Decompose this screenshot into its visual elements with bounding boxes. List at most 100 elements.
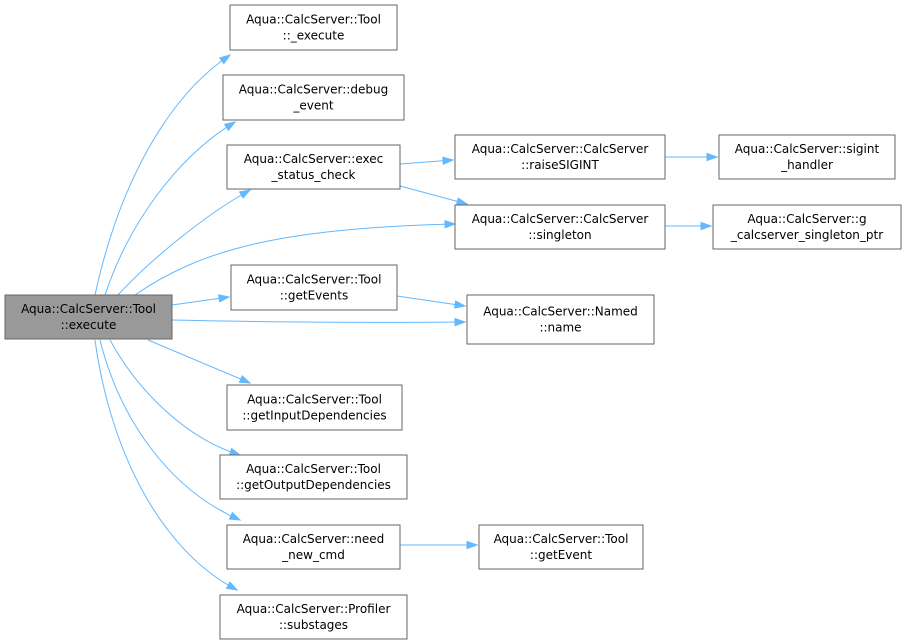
node-label-line: ::execute bbox=[61, 318, 117, 332]
node-getOutputDependencies[interactable]: Aqua::CalcServer::Tool::getOutputDepende… bbox=[219, 454, 408, 500]
edge-arrowhead-4 bbox=[218, 294, 231, 303]
node-label-line: Aqua::CalcServer::Profiler bbox=[237, 602, 391, 616]
node-label-line: _handler bbox=[780, 158, 833, 172]
edge-getEvents-to-name bbox=[396, 295, 467, 309]
edge-exec_status_check-to-raiseSIGINT bbox=[399, 156, 455, 165]
node-label-line: _status_check bbox=[270, 168, 355, 182]
node-execute[interactable]: Aqua::CalcServer::Tool::execute bbox=[4, 294, 173, 340]
node-debug-event[interactable]: Aqua::CalcServer::debug_event bbox=[222, 74, 405, 121]
edge-line bbox=[94, 54, 231, 296]
node-getEvent[interactable]: Aqua::CalcServer::Tool::getEvent bbox=[478, 524, 644, 570]
edge-execute-to-singleton bbox=[134, 220, 457, 296]
node-raiseSIGINT[interactable]: Aqua::CalcServer::CalcServer::raiseSIGIN… bbox=[454, 134, 666, 180]
edge-arrowhead-2 bbox=[238, 189, 252, 199]
node-exec-status-check[interactable]: Aqua::CalcServer::exec_status_check bbox=[226, 144, 401, 190]
node-g-calcserver-singleton-ptr[interactable]: Aqua::CalcServer::g_calcserver_singleton… bbox=[712, 204, 902, 250]
edge-arrowhead-13 bbox=[700, 221, 713, 231]
node-box bbox=[454, 134, 666, 180]
node-label-line: ::getEvent bbox=[530, 548, 592, 562]
node-label-line: ::raiseSIGINT bbox=[521, 158, 599, 172]
edge-execute-to-need_new_cmd bbox=[99, 339, 242, 521]
edge-arrowhead-11 bbox=[455, 197, 469, 206]
edge-execute-to-debug_event bbox=[104, 121, 237, 296]
node-label-line: Aqua::CalcServer::Tool bbox=[246, 13, 381, 27]
edge-arrowhead-7 bbox=[228, 447, 242, 456]
node-box bbox=[466, 294, 655, 345]
node-box bbox=[222, 74, 405, 121]
edge-line bbox=[104, 121, 236, 296]
node-label-line: Aqua::CalcServer::sigint bbox=[735, 142, 880, 156]
node-label-line: ::name bbox=[539, 321, 581, 335]
edge-execute-to-getEvents bbox=[171, 294, 231, 306]
edge-arrowhead-12 bbox=[706, 152, 719, 162]
edge-line bbox=[99, 339, 241, 521]
node-label-line: Aqua::CalcServer::Tool bbox=[246, 462, 381, 476]
node-box bbox=[478, 524, 644, 570]
node-label-line: Aqua::CalcServer::Tool bbox=[247, 393, 382, 407]
node-label-line: Aqua::CalcServer::Tool bbox=[21, 302, 156, 316]
node-box bbox=[226, 524, 401, 570]
edge-execute-to-substages bbox=[94, 339, 239, 591]
node-label-line: ::getInputDependencies bbox=[242, 409, 386, 423]
edge-execute-to-_execute bbox=[94, 54, 232, 296]
node-name[interactable]: Aqua::CalcServer::Named::name bbox=[466, 294, 655, 345]
edge-arrowhead-5 bbox=[454, 317, 467, 327]
node-getEvents[interactable]: Aqua::CalcServer::Tool::getEvents bbox=[230, 264, 398, 311]
edges-layer bbox=[94, 54, 719, 591]
edge-execute-to-getOutputDependencies bbox=[109, 339, 242, 456]
node--execute[interactable]: Aqua::CalcServer::Tool::_execute bbox=[229, 4, 398, 51]
edge-execute-to-name bbox=[171, 317, 467, 327]
edge-execute-to-exec_status_check bbox=[117, 189, 252, 296]
node-label-line: _new_cmd bbox=[281, 548, 345, 562]
node-label-line: Aqua::CalcServer::Named bbox=[483, 305, 638, 319]
nodes-layer: Aqua::CalcServer::Tool::executeAqua::Cal… bbox=[4, 4, 902, 640]
node-label-line: Aqua::CalcServer::debug bbox=[239, 83, 388, 97]
edge-line bbox=[94, 339, 238, 591]
edge-line bbox=[147, 339, 251, 384]
node-singleton[interactable]: Aqua::CalcServer::CalcServer::singleton bbox=[454, 204, 666, 250]
edge-raiseSIGINT-to-sigint_handler bbox=[665, 152, 719, 162]
edge-arrowhead-15 bbox=[466, 540, 479, 550]
edge-arrowhead-14 bbox=[453, 300, 467, 309]
edge-exec_status_check-to-singleton bbox=[399, 185, 469, 206]
node-label-line: Aqua::CalcServer::Tool bbox=[247, 273, 382, 287]
edge-line bbox=[117, 189, 251, 296]
node-box bbox=[718, 134, 896, 180]
node-label-line: Aqua::CalcServer::Tool bbox=[494, 532, 629, 546]
edge-arrowhead-6 bbox=[238, 375, 252, 384]
node-substages[interactable]: Aqua::CalcServer::Profiler::substages bbox=[219, 594, 408, 640]
node-box bbox=[219, 454, 408, 500]
node-label-line: _calcserver_singleton_ptr bbox=[730, 228, 883, 242]
edge-line bbox=[396, 295, 466, 307]
edge-line bbox=[134, 223, 456, 296]
edge-arrowhead-9 bbox=[225, 581, 239, 591]
node-getInputDependencies[interactable]: Aqua::CalcServer::Tool::getInputDependen… bbox=[226, 384, 403, 431]
node-label-line: ::getOutputDependencies bbox=[236, 478, 391, 492]
edge-line bbox=[399, 185, 468, 205]
node-need-new-cmd[interactable]: Aqua::CalcServer::need_new_cmd bbox=[226, 524, 401, 570]
edge-arrowhead-1 bbox=[223, 121, 237, 132]
node-box bbox=[219, 594, 408, 640]
edge-arrowhead-3 bbox=[444, 220, 457, 229]
node-label-line: Aqua::CalcServer::CalcServer bbox=[472, 212, 649, 226]
node-label-line: ::_execute bbox=[283, 29, 345, 43]
node-box bbox=[712, 204, 902, 250]
edge-execute-to-getInputDependencies bbox=[147, 339, 252, 384]
node-sigint-handler[interactable]: Aqua::CalcServer::sigint_handler bbox=[718, 134, 896, 180]
node-box bbox=[226, 384, 403, 431]
edge-line bbox=[171, 319, 466, 323]
node-box bbox=[454, 204, 666, 250]
edge-arrowhead-8 bbox=[228, 511, 242, 521]
node-label-line: ::singleton bbox=[528, 228, 591, 242]
edge-singleton-to-g_calcserver_singleton_ptr bbox=[665, 221, 713, 231]
node-label-line: Aqua::CalcServer::CalcServer bbox=[472, 142, 649, 156]
node-label-line: ::substages bbox=[279, 618, 348, 632]
node-label-line: Aqua::CalcServer::exec bbox=[244, 152, 383, 166]
node-label-line: _event bbox=[292, 99, 333, 113]
edge-arrowhead-0 bbox=[218, 54, 232, 65]
edge-line bbox=[109, 339, 241, 456]
node-box bbox=[230, 264, 398, 311]
node-label-line: Aqua::CalcServer::need bbox=[243, 532, 385, 546]
node-box bbox=[4, 294, 173, 340]
